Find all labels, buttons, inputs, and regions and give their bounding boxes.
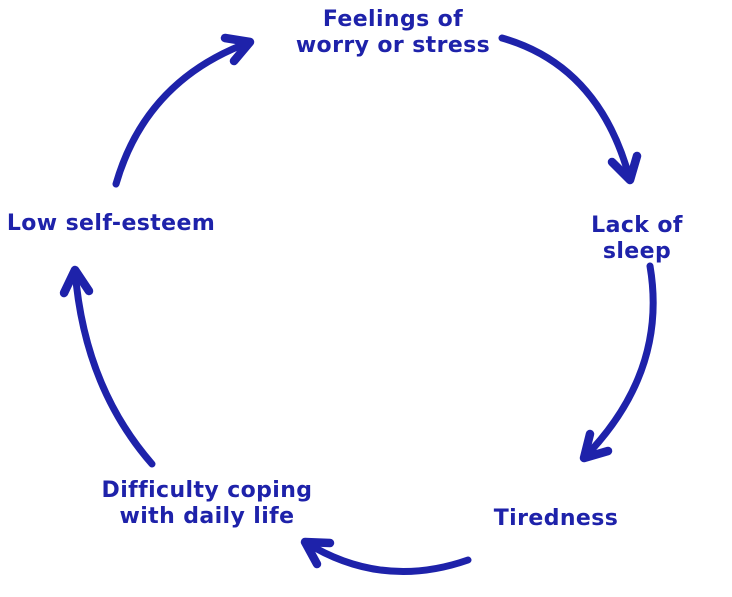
arrow-shaft bbox=[301, 538, 472, 575]
arrow-tiredness-to-difficulty bbox=[300, 537, 472, 575]
arrowhead-icon bbox=[220, 33, 255, 66]
arrow-esteem-to-worry bbox=[112, 33, 255, 188]
arrow-shaft bbox=[498, 34, 634, 184]
node-lack-of-sleep: Lack of sleep bbox=[591, 213, 683, 264]
arrow-worry-to-sleep bbox=[498, 34, 642, 185]
arrowhead-icon bbox=[579, 429, 613, 463]
node-worry-stress: Feelings of worry or stress bbox=[295, 7, 491, 58]
arrowhead-icon bbox=[59, 265, 94, 298]
arrow-shaft bbox=[580, 262, 657, 462]
arrow-shaft bbox=[71, 266, 156, 468]
arrow-shaft bbox=[112, 38, 254, 188]
node-tiredness: Tiredness bbox=[493, 506, 619, 532]
node-low-self-esteem: Low self-esteem bbox=[6, 211, 216, 237]
arrow-sleep-to-tiredness bbox=[579, 262, 657, 463]
arrow-difficulty-to-esteem bbox=[59, 265, 156, 468]
node-difficulty-coping: Difficulty coping with daily life bbox=[101, 478, 313, 529]
arrowhead-icon bbox=[607, 151, 642, 185]
arrowhead-icon bbox=[300, 537, 335, 569]
